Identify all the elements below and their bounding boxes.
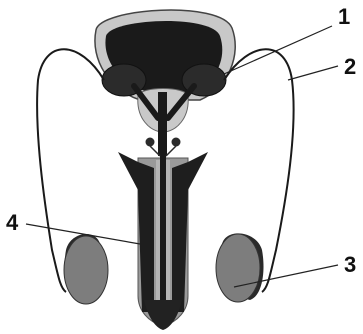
bulbourethral-gland-right <box>172 138 181 147</box>
testis-right <box>216 234 260 302</box>
testis-left <box>64 236 108 304</box>
corpus-cavernosum-right <box>172 152 208 312</box>
leader-line-1 <box>224 26 332 74</box>
label-3: 3 <box>344 252 356 277</box>
bulbourethral-gland-left <box>146 138 155 147</box>
glans <box>144 300 182 330</box>
label-1: 1 <box>338 4 350 29</box>
leader-line-2 <box>288 66 338 80</box>
corpus-cavernosum-left <box>118 152 154 312</box>
label-2: 2 <box>344 54 356 79</box>
label-4: 4 <box>6 210 19 235</box>
urethra-upper <box>158 92 167 156</box>
